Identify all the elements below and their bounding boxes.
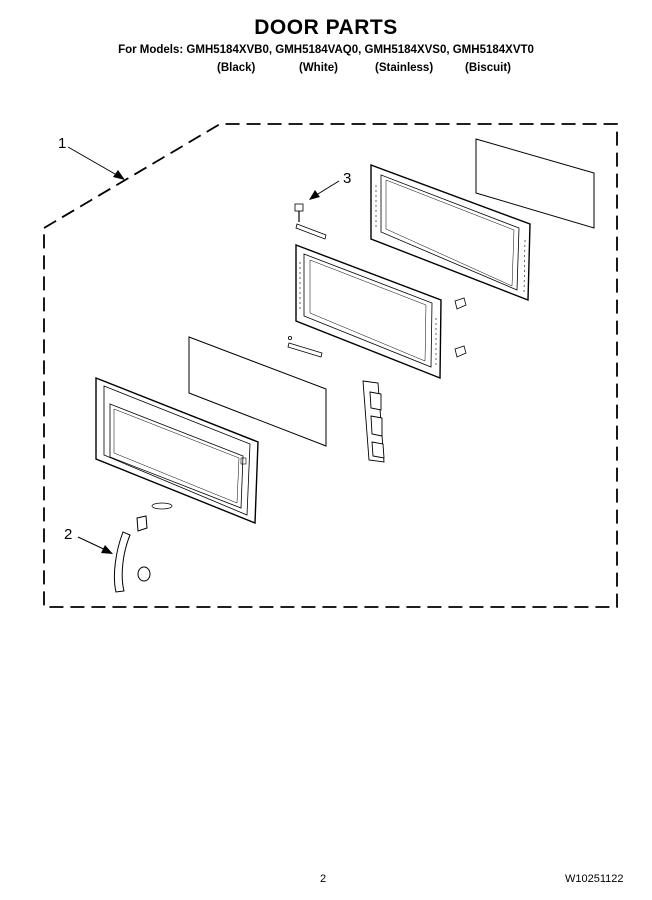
screw-and-bracket-part	[294, 203, 327, 240]
latch-bracket-part	[287, 335, 323, 358]
callout-2-label: 2	[64, 526, 73, 543]
door-choke-frame-part	[370, 163, 531, 302]
callout-2-leader	[77, 536, 113, 554]
document-number: W10251122	[565, 873, 624, 885]
page-title: DOOR PARTS	[254, 16, 398, 39]
page-number: 2	[320, 873, 327, 885]
finish-label-black: (Black)	[217, 62, 256, 74]
door-glass-panel-part	[188, 336, 327, 447]
outer-door-frame-part	[95, 376, 259, 525]
finish-label-white: (White)	[299, 62, 338, 74]
finish-label-stainless: (Stainless)	[375, 62, 434, 74]
latch-assembly-part	[362, 380, 385, 463]
hinge-clip-parts	[454, 297, 467, 358]
models-line: For Models: GMH5184XVB0, GMH5184VAQ0, GM…	[118, 44, 534, 56]
door-window-film-part	[475, 138, 595, 229]
callout-1-leader	[67, 146, 125, 180]
callout-3-leader	[309, 180, 340, 200]
inner-door-panel-part	[295, 243, 442, 380]
assembly-boundary	[43, 123, 618, 608]
door-handle-part	[113, 515, 151, 593]
callout-1-label: 1	[58, 135, 67, 152]
finish-label-biscuit: (Biscuit)	[465, 62, 511, 74]
callout-3-label: 3	[343, 170, 352, 187]
